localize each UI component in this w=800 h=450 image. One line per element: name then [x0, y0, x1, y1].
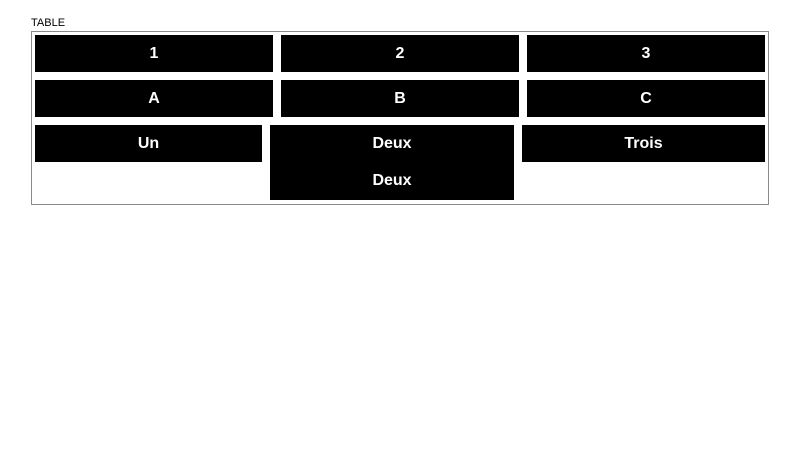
- cell-text: C: [640, 89, 652, 107]
- table-caption: TABLE: [31, 17, 66, 29]
- table-cell: C: [527, 80, 765, 117]
- cell-text: Trois: [624, 134, 663, 152]
- table-cell: 3: [527, 35, 765, 72]
- table-cell: B: [281, 80, 519, 117]
- cell-text: 3: [641, 44, 651, 62]
- cell-text: Un: [137, 134, 160, 152]
- cell-text: Deux: [372, 135, 412, 152]
- cell-text: B: [394, 89, 406, 107]
- table-cell: 1: [35, 35, 273, 72]
- cell-text: Deux: [372, 172, 412, 189]
- cell-text: 2: [395, 44, 405, 62]
- table-cell: A: [35, 80, 273, 117]
- table-cell: Un: [35, 125, 262, 162]
- table-cell: Trois: [522, 125, 765, 162]
- cell-text: 1: [149, 44, 159, 62]
- table-container: 1 2 3 A B C Un Deux Deux Trois: [31, 31, 769, 205]
- table-cell: Deux Deux: [270, 125, 514, 200]
- table-cell: 2: [281, 35, 519, 72]
- cell-text: A: [148, 89, 160, 107]
